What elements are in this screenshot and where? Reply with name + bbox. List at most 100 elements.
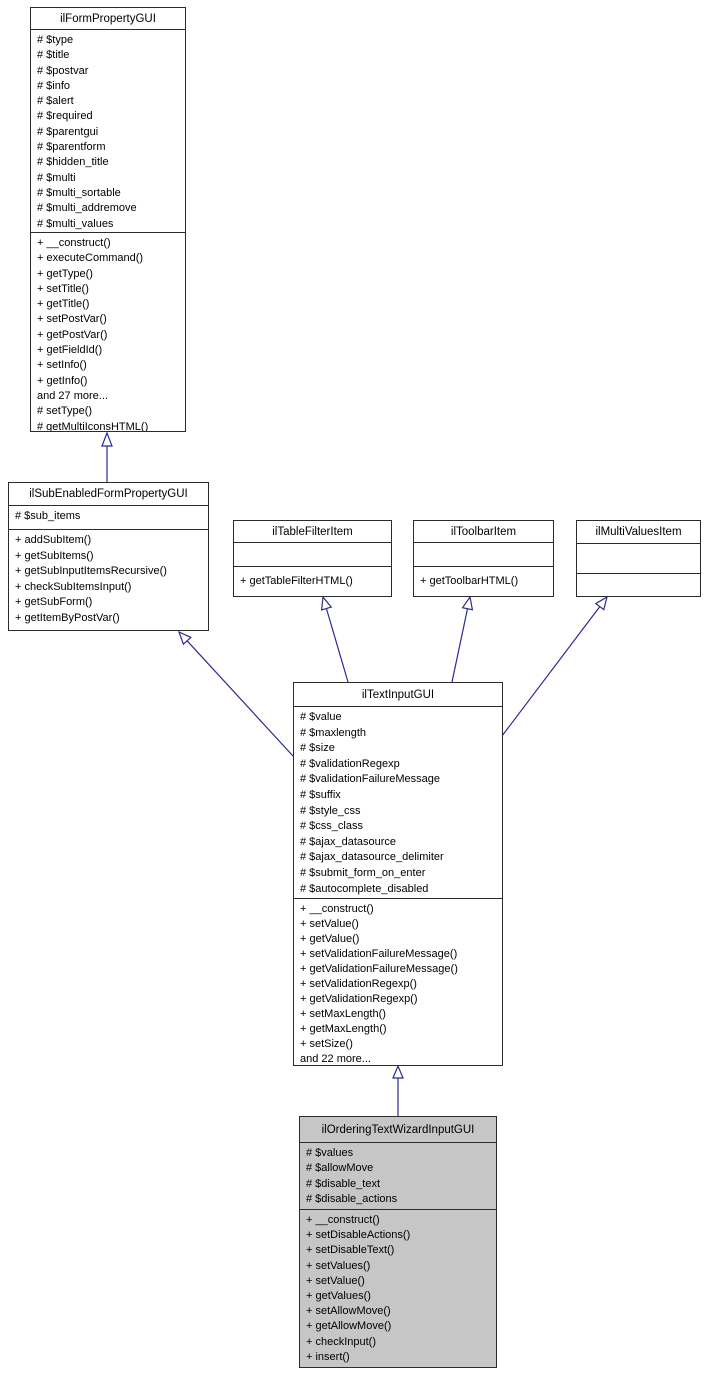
- class-title[interactable]: ilSubEnabledFormPropertyGUI: [9, 483, 208, 506]
- member-row: # $hidden_title: [37, 156, 109, 169]
- member-row: # $disable_text: [306, 1177, 380, 1190]
- class-box-ilMultiValuesItem[interactable]: ilMultiValuesItem: [576, 520, 701, 597]
- class-methods: + __construct() + setValue() + getValue() +…: [294, 898, 502, 1065]
- member-row: # getMultiIconsHTML(): [37, 420, 149, 432]
- member-row: + setValue(): [300, 918, 359, 930]
- member-row: # $autocomplete_disabled: [300, 882, 429, 895]
- class-title[interactable]: ilToolbarItem: [414, 521, 553, 543]
- class-title[interactable]: ilMultiValuesItem: [577, 521, 700, 544]
- member-row: + getFieldId(): [37, 344, 103, 357]
- member-row: + setAllowMove(): [306, 1305, 391, 1318]
- member-row: # $validationRegexp: [300, 757, 400, 770]
- member-row: + getToolbarHTML(): [420, 575, 519, 587]
- member-row: + addSubItem(): [15, 534, 92, 546]
- member-row: + getMaxLength(): [300, 1023, 387, 1035]
- inheritance-arrow-ordering-to-textinput: [392, 1064, 404, 1116]
- member-row: + checkSubItemsInput(): [15, 580, 132, 593]
- member-row: # setType(): [37, 405, 93, 418]
- member-row: + getAllowMove(): [306, 1320, 392, 1333]
- member-row: + setTitle(): [37, 282, 89, 295]
- member-row: # $ajax_datasource_delimiter: [300, 851, 444, 864]
- member-row: + setPostVar(): [37, 313, 107, 326]
- member-row: # $maxlength: [300, 726, 367, 739]
- member-row: # $parentform: [37, 141, 106, 154]
- member-row: # $multi_addremove: [37, 202, 137, 215]
- member-row: + getValue(): [300, 933, 360, 945]
- member-row: + executeCommand(): [37, 252, 144, 265]
- member-row: + getTableFilterHTML(): [240, 575, 353, 587]
- class-attributes: # $type# $title# $postvar# $info# $alert…: [31, 30, 185, 232]
- member-row: + setSize(): [300, 1038, 353, 1050]
- member-row: and 22 more...: [300, 1053, 371, 1065]
- class-box-ilOrderingTextWizardInputGUI: ilOrderingTextWizardInputGUI # $values# …: [299, 1116, 497, 1368]
- inheritance-arrow-subenabled-to-formproperty: [101, 431, 113, 482]
- class-title[interactable]: ilTextInputGUI: [294, 683, 502, 707]
- class-box-ilSubEnabledFormPropertyGUI[interactable]: ilSubEnabledFormPropertyGUI # $sub_items…: [8, 482, 209, 631]
- inheritance-arrow-textinput-to-tablefilter: [320, 595, 349, 683]
- class-title: ilOrderingTextWizardInputGUI: [300, 1117, 496, 1143]
- member-row: + __construct(): [300, 903, 374, 915]
- class-box-ilTableFilterItem[interactable]: ilTableFilterItem + getTableFilterHTML(): [233, 520, 392, 597]
- member-row: # $title: [37, 49, 70, 62]
- member-row: + insert(): [306, 1350, 350, 1363]
- class-box-ilTextInputGUI[interactable]: ilTextInputGUI # $value # $maxlength # $si…: [293, 682, 503, 1066]
- class-attributes: # $values# $allowMove# $disable_text# $d…: [300, 1143, 496, 1209]
- member-row: # $info: [37, 79, 71, 92]
- class-methods: + getTableFilterHTML(): [234, 566, 391, 596]
- member-row: # $allowMove: [306, 1162, 374, 1175]
- member-row: # $postvar: [37, 64, 89, 77]
- member-row: # $multi_sortable: [37, 186, 121, 199]
- member-row: # $sub_items: [15, 510, 81, 522]
- member-row: # $css_class: [300, 820, 363, 833]
- member-row: + setDisableActions(): [306, 1229, 411, 1242]
- member-row: # $size: [300, 742, 335, 755]
- class-attributes: # $value # $maxlength # $size # $validation…: [294, 707, 502, 898]
- member-row: + checkInput(): [306, 1335, 377, 1348]
- member-row: + getValidationRegexp(): [300, 993, 418, 1005]
- class-methods: + addSubItem() + getSubItems() + getSubInp…: [9, 529, 208, 630]
- member-row: + getType(): [37, 267, 93, 280]
- member-row: # $submit_form_on_enter: [300, 866, 426, 879]
- member-row: and 27 more...: [37, 389, 108, 402]
- member-row: + setValidationFailureMessage(): [300, 948, 458, 960]
- member-row: + getValues(): [306, 1290, 371, 1303]
- class-title[interactable]: ilTableFilterItem: [234, 521, 391, 543]
- inheritance-arrow-textinput-to-subenabled: [177, 630, 294, 757]
- class-title[interactable]: ilFormPropertyGUI: [31, 8, 185, 30]
- member-row: + getSubForm(): [15, 596, 93, 609]
- member-row: # $multi_values: [37, 217, 114, 230]
- member-row: # $ajax_datasource: [300, 835, 397, 848]
- class-methods: + getToolbarHTML(): [414, 566, 553, 596]
- member-row: # $validationFailureMessage: [300, 773, 441, 786]
- class-methods: + __construct() + setDisableActions() + se…: [300, 1209, 496, 1367]
- member-row: + getValidationFailureMessage(): [300, 963, 458, 975]
- inheritance-arrow-textinput-to-multivalues: [501, 595, 608, 737]
- member-row: # $multi: [37, 171, 76, 184]
- member-row: + getSubInputItemsRecursive(): [15, 565, 167, 578]
- member-row: + __construct(): [37, 237, 111, 249]
- member-row: + __construct(): [306, 1214, 380, 1226]
- member-row: + setInfo(): [37, 359, 87, 372]
- member-row: # $value: [300, 711, 342, 723]
- class-attributes: [577, 544, 700, 573]
- member-row: + getSubItems(): [15, 549, 94, 562]
- member-row: # $alert: [37, 95, 74, 108]
- member-row: # $parentgui: [37, 125, 99, 138]
- member-row: # $disable_actions: [306, 1192, 398, 1205]
- member-row: + setMaxLength(): [300, 1008, 386, 1020]
- inheritance-arrow-textinput-to-toolbar: [451, 595, 474, 683]
- member-row: + getInfo(): [37, 374, 88, 387]
- class-attributes: # $sub_items: [9, 506, 208, 529]
- class-box-ilFormPropertyGUI[interactable]: ilFormPropertyGUI # $type# $title# $post…: [30, 7, 186, 432]
- member-row: # $required: [37, 110, 93, 123]
- class-box-ilToolbarItem[interactable]: ilToolbarItem + getToolbarHTML(): [413, 520, 554, 597]
- class-attributes: [234, 543, 391, 566]
- member-row: + setValidationRegexp(): [300, 978, 417, 990]
- member-row: # $style_css: [300, 804, 361, 817]
- class-methods: [577, 573, 700, 596]
- member-row: + getPostVar(): [37, 328, 108, 341]
- member-row: + setValues(): [306, 1259, 371, 1272]
- member-row: + getItemByPostVar(): [15, 611, 120, 624]
- class-attributes: [414, 543, 553, 566]
